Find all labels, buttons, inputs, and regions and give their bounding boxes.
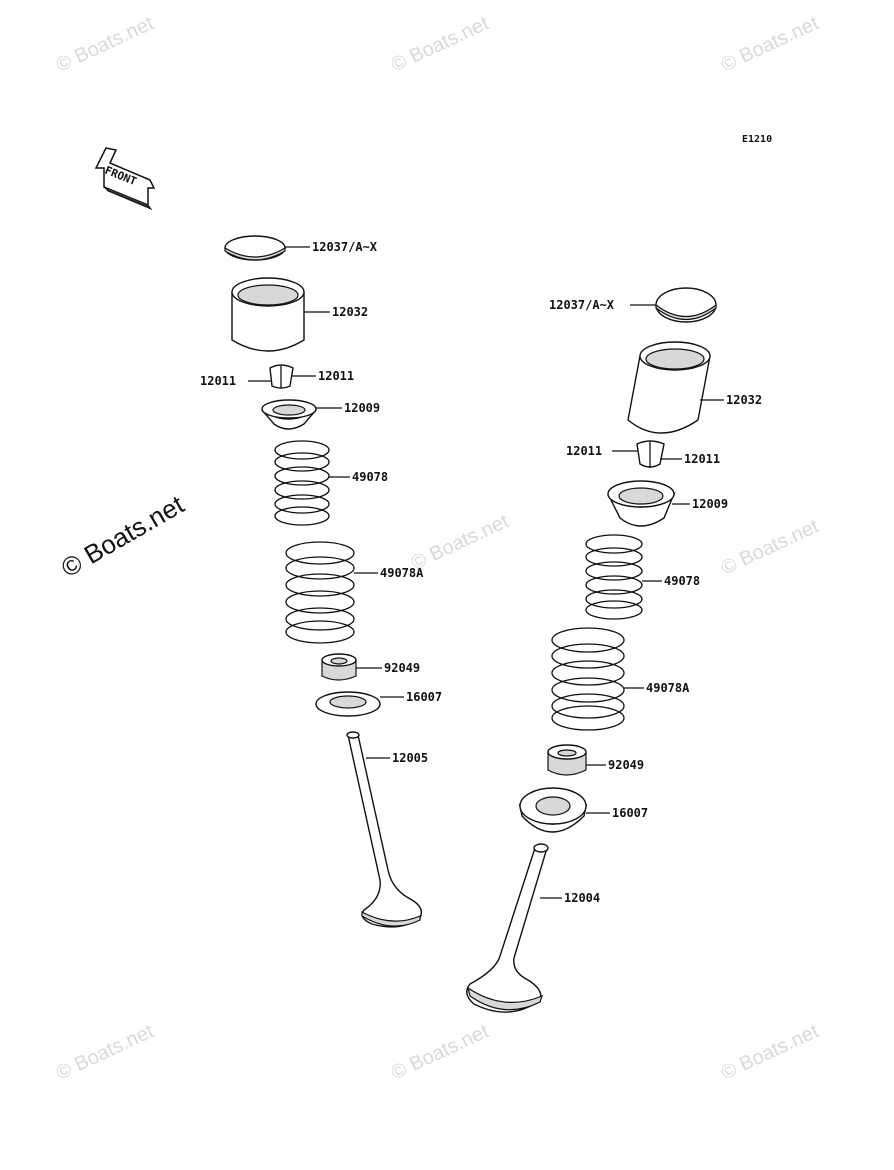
right-valve: 12004 — [466, 843, 600, 1013]
left-cotter-left-label: 12011 — [200, 374, 236, 388]
left-retainer: 12009 — [261, 399, 380, 430]
watermark: © Boats.net — [718, 1020, 823, 1084]
watermark: © Boats.net — [53, 12, 158, 76]
left-spring-seat-label: 16007 — [406, 690, 442, 704]
right-tappet: 12032 — [627, 341, 762, 434]
right-inner-spring: 49078 — [585, 534, 700, 620]
left-outer-spring-label: 49078A — [380, 566, 424, 580]
left-inner-spring-label: 49078 — [352, 470, 388, 484]
right-outer-spring-label: 49078A — [646, 681, 690, 695]
left-tappet-label: 12032 — [332, 305, 368, 319]
left-shim-label: 12037/A~X — [312, 240, 378, 254]
right-cotters: 12011 12011 — [566, 440, 720, 468]
left-valve: 12005 — [346, 731, 428, 928]
right-tappet-label: 12032 — [726, 393, 762, 407]
right-shim: 12037/A~X — [549, 287, 717, 323]
right-shim-label: 12037/A~X — [549, 298, 615, 312]
right-spring-seat-label: 16007 — [612, 806, 648, 820]
right-spring-seat: 16007 — [518, 787, 648, 833]
watermark: © Boats.net — [388, 1020, 493, 1084]
left-seal: 92049 — [321, 653, 420, 681]
front-arrow-icon: FRONT — [94, 147, 156, 211]
left-cotters: 12011 12011 — [200, 364, 354, 389]
right-inner-spring-label: 49078 — [664, 574, 700, 588]
right-outer-spring: 49078A — [551, 627, 690, 731]
right-retainer: 12009 — [607, 480, 728, 527]
right-valve-assembly: 12037/A~X 12032 12011 12011 12009 — [466, 287, 762, 1013]
watermark: © Boats.net — [718, 12, 823, 76]
right-valve-label: 12004 — [564, 891, 600, 905]
right-seal: 92049 — [547, 744, 644, 776]
left-retainer-label: 12009 — [344, 401, 380, 415]
left-valve-assembly: 12037/A~X 12032 12011 12011 12009 — [200, 235, 442, 928]
right-cotter-right-label: 12011 — [684, 452, 720, 466]
left-shim: 12037/A~X — [224, 235, 378, 261]
left-outer-spring: 49078A — [285, 541, 424, 644]
right-seal-label: 92049 — [608, 758, 644, 772]
watermark-main: © Boats.net — [56, 489, 190, 583]
left-valve-label: 12005 — [392, 751, 428, 765]
right-cotter-left-label: 12011 — [566, 444, 602, 458]
left-tappet: 12032 — [231, 277, 368, 352]
diagram-code: E1210 — [742, 134, 772, 145]
watermark: © Boats.net — [718, 515, 823, 579]
left-seal-label: 92049 — [384, 661, 420, 675]
left-spring-seat: 16007 — [315, 690, 442, 717]
left-cotter-right-label: 12011 — [318, 369, 354, 383]
watermarks: © Boats.net © Boats.net © Boats.net © Bo… — [53, 12, 823, 1084]
right-retainer-label: 12009 — [692, 497, 728, 511]
left-inner-spring: 49078 — [274, 440, 388, 526]
watermark: © Boats.net — [408, 510, 513, 574]
watermark: © Boats.net — [53, 1020, 158, 1084]
watermark: © Boats.net — [388, 12, 493, 76]
